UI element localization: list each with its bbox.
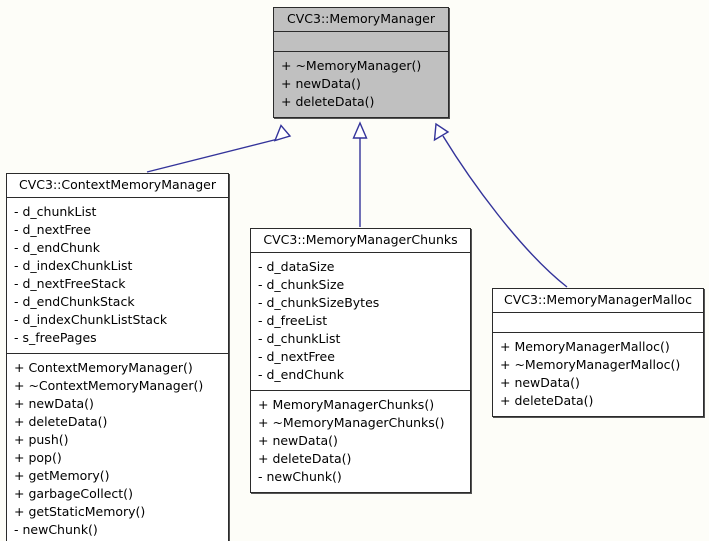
- class-member: - d_nextFreeStack: [14, 275, 126, 291]
- class-box-memorymanagerchunks[interactable]: CVC3::MemoryManagerChunks - d_dataSize -…: [250, 228, 471, 493]
- hollow-triangle-arrowhead-icon: [433, 122, 450, 142]
- class-member: + ~ContextMemoryManager(): [14, 377, 204, 393]
- class-member: - d_freeList: [258, 312, 328, 328]
- class-attributes-contextmemorymanager: - d_chunkList - d_nextFree - d_endChunk …: [7, 198, 228, 354]
- class-member: + pop(): [14, 449, 62, 465]
- class-member: - d_dataSize: [258, 258, 335, 274]
- class-member: + ~MemoryManager(): [281, 57, 422, 73]
- class-member: + push(): [14, 431, 69, 447]
- class-operations-memorymanager: + ~MemoryManager() + newData() + deleteD…: [274, 52, 448, 117]
- class-member: - s_freePages: [14, 329, 97, 345]
- class-member: + deleteData(): [500, 392, 594, 408]
- class-member: - d_nextFree: [258, 348, 335, 364]
- class-member: - d_endChunk: [14, 239, 100, 255]
- class-box-contextmemorymanager[interactable]: CVC3::ContextMemoryManager - d_chunkList…: [6, 173, 229, 541]
- hollow-triangle-arrowhead-icon: [352, 121, 368, 139]
- class-member: - newChunk(): [14, 521, 98, 537]
- hollow-triangle-arrowhead-icon: [273, 124, 292, 142]
- class-title-memorymanager: CVC3::MemoryManager: [274, 8, 448, 32]
- class-attributes-memorymanagermalloc: [493, 313, 703, 333]
- class-member: - d_indexChunkListStack: [14, 311, 168, 327]
- class-member: - d_chunkList: [14, 203, 97, 219]
- class-member: + newData(): [281, 75, 361, 91]
- class-member: - d_chunkList: [258, 330, 341, 346]
- class-title-memorymanagerchunks: CVC3::MemoryManagerChunks: [251, 229, 470, 253]
- class-member: + newData(): [14, 395, 94, 411]
- inheritance-edge-contextmemorymanager: [146, 124, 292, 173]
- class-member: - d_endChunkStack: [14, 293, 135, 309]
- class-member: - newChunk(): [258, 468, 342, 484]
- class-box-memorymanager[interactable]: CVC3::MemoryManager + ~MemoryManager() +…: [273, 7, 449, 118]
- class-member: - d_chunkSizeBytes: [258, 294, 380, 310]
- class-title-contextmemorymanager: CVC3::ContextMemoryManager: [7, 174, 228, 198]
- class-operations-contextmemorymanager: + ContextMemoryManager() + ~ContextMemor…: [7, 354, 228, 541]
- class-member: - d_indexChunkList: [14, 257, 133, 273]
- class-member: - d_chunkSize: [258, 276, 345, 292]
- class-attributes-memorymanagerchunks: - d_dataSize - d_chunkSize - d_chunkSize…: [251, 253, 470, 391]
- class-member: + getMemory(): [14, 467, 110, 483]
- class-member: + MemoryManagerChunks(): [258, 396, 435, 412]
- class-attributes-memorymanager: [274, 32, 448, 52]
- class-member: + ~MemoryManagerChunks(): [258, 414, 445, 430]
- class-member: + deleteData(): [14, 413, 108, 429]
- class-member: + deleteData(): [258, 450, 352, 466]
- class-member: - d_endChunk: [258, 366, 344, 382]
- class-member: - d_nextFree: [14, 221, 91, 237]
- class-member: + ~MemoryManagerMalloc(): [500, 356, 681, 372]
- class-member: + MemoryManagerMalloc(): [500, 338, 670, 354]
- class-member: + newData(): [500, 374, 580, 390]
- class-member: + deleteData(): [281, 93, 375, 109]
- class-title-memorymanagermalloc: CVC3::MemoryManagerMalloc: [493, 289, 703, 313]
- class-member: + ContextMemoryManager(): [14, 359, 193, 375]
- class-member: + newData(): [258, 432, 338, 448]
- class-operations-memorymanagerchunks: + MemoryManagerChunks() + ~MemoryManager…: [251, 391, 470, 492]
- class-member: + getStaticMemory(): [14, 503, 146, 519]
- inheritance-edge-memorymanagerchunks: [352, 121, 368, 227]
- class-member: + garbageCollect(): [14, 485, 133, 501]
- class-operations-memorymanagermalloc: + MemoryManagerMalloc() + ~MemoryManager…: [493, 333, 703, 416]
- class-box-memorymanagermalloc[interactable]: CVC3::MemoryManagerMalloc + MemoryManage…: [492, 288, 704, 417]
